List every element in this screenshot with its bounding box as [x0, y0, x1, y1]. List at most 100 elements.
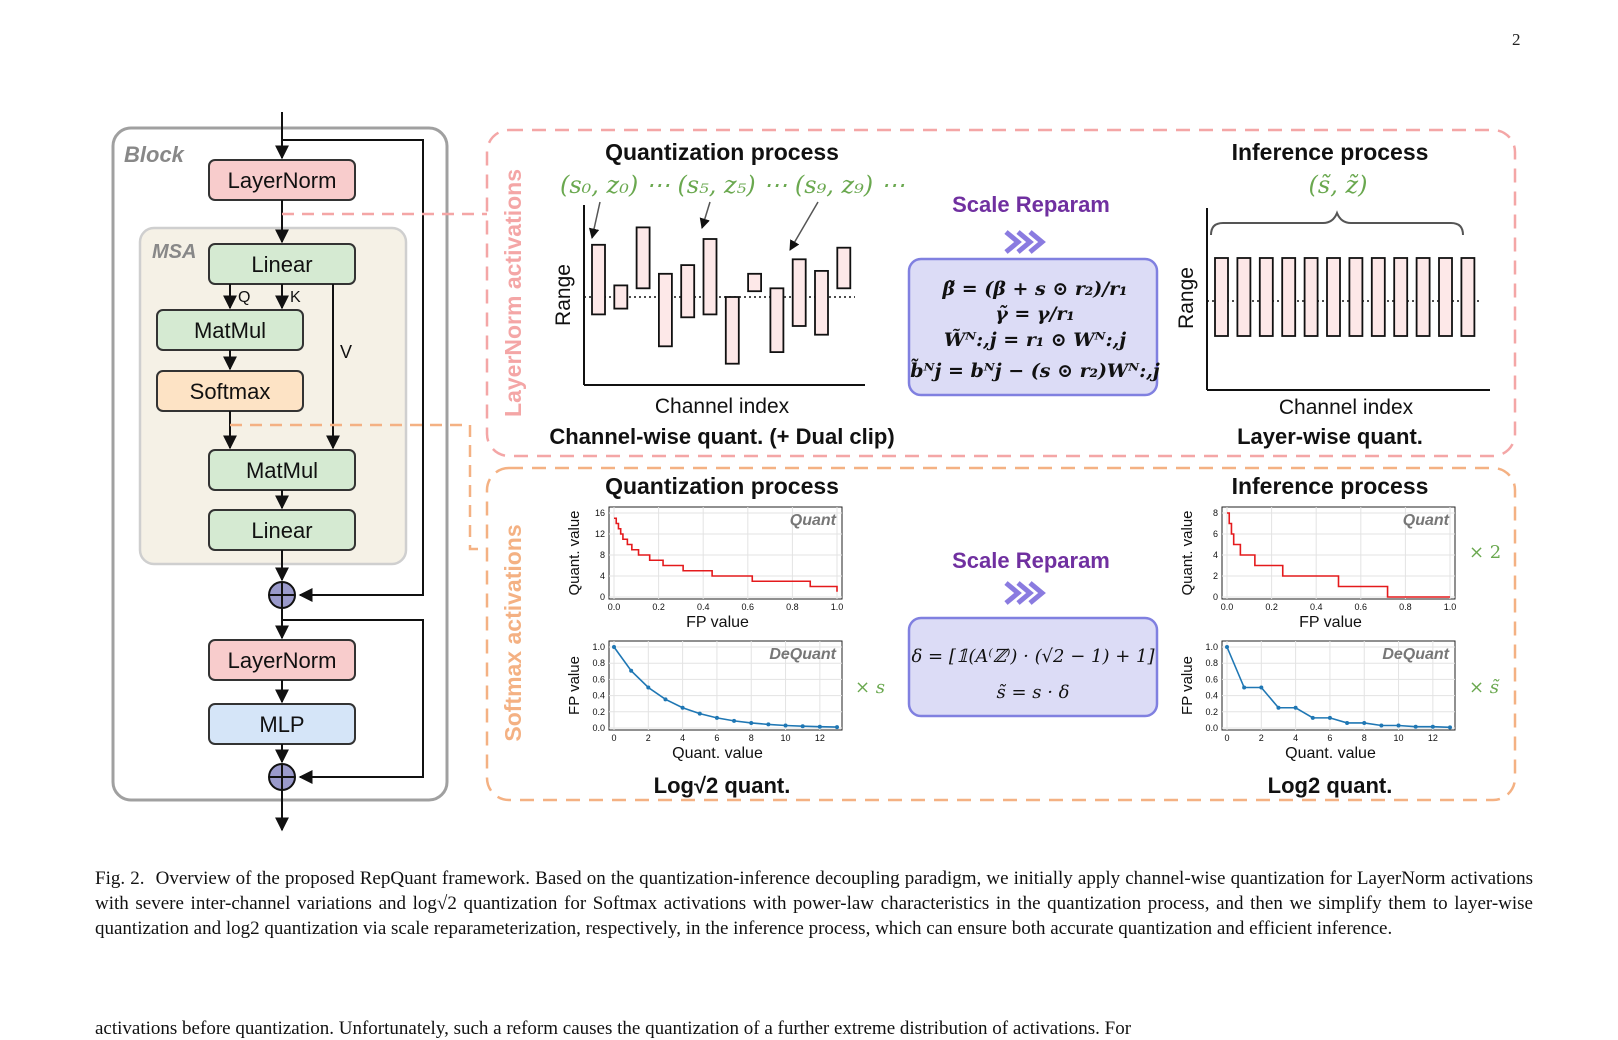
x-tick-label: 12 — [815, 733, 825, 743]
ln-quant-bars — [591, 226, 852, 365]
x-tick-label: 8 — [1362, 733, 1367, 743]
add-node-1 — [268, 581, 296, 609]
sm-quant-caption: Log√2 quant. — [654, 773, 791, 798]
data-point — [1396, 723, 1401, 728]
chart-tag: DeQuant — [1382, 646, 1449, 663]
channel-bar — [769, 287, 785, 353]
channel-bar — [613, 284, 629, 310]
x-tick-label: 0.6 — [1355, 602, 1368, 612]
layerwise-bar — [1438, 257, 1453, 337]
chart-xlabel: Quant. value — [672, 745, 763, 762]
x-tick-label: 0 — [1224, 733, 1229, 743]
channel-bar — [635, 226, 651, 290]
series-line — [613, 646, 838, 728]
sm-infer-caption: Log2 quant. — [1268, 773, 1393, 798]
data-point — [1448, 725, 1452, 730]
data-point — [612, 645, 616, 649]
softmax-panel: Softmax activations Quantization process… — [485, 466, 1517, 802]
layerwise-bar — [1460, 257, 1476, 337]
chart-ylabel: Quant. value — [1179, 510, 1196, 595]
channel-bar — [747, 272, 762, 293]
data-point — [1430, 724, 1435, 729]
layerwise-bar — [1370, 257, 1386, 337]
x-tick-label: 6 — [714, 733, 719, 743]
x-tick-label: 0.6 — [742, 602, 755, 612]
ln-infer-title: Inference process — [1232, 139, 1429, 165]
x-tick-label: 0.2 — [652, 602, 665, 612]
softmax-connector — [230, 423, 487, 551]
softmax-panel-outline — [485, 466, 1517, 802]
times-stilde-label: × s̃ — [1469, 677, 1500, 698]
y-tick-label: 0.6 — [1205, 674, 1218, 684]
x-tick-label: 12 — [1428, 733, 1438, 743]
chart-frame — [608, 506, 843, 600]
layerwise-bar — [1393, 257, 1409, 337]
series-line — [1227, 512, 1450, 598]
layernorm-label-1: LayerNorm — [228, 168, 337, 193]
data-point — [835, 725, 839, 730]
x-tick-label: 0.8 — [1399, 602, 1412, 612]
y-tick-label: 12 — [595, 529, 605, 539]
v-label: V — [340, 342, 352, 362]
sm-infer-title: Inference process — [1232, 473, 1429, 499]
data-point — [1310, 715, 1315, 720]
ln-equation-2: γ̃ = γ/r₁ — [995, 303, 1075, 325]
data-point — [1293, 705, 1298, 710]
chart-xlabel: Quant. value — [1285, 745, 1376, 762]
times-s-label: × s — [855, 677, 885, 698]
data-point — [1276, 705, 1281, 710]
ln-infer-xlabel: Channel index — [1279, 396, 1414, 419]
layerwise-bar — [1326, 257, 1341, 337]
y-tick-label: 0.6 — [592, 674, 605, 684]
x-tick-label: 2 — [1259, 733, 1264, 743]
chart-tag: Quant — [1403, 512, 1450, 529]
y-tick-label: 0.8 — [1205, 658, 1218, 668]
ln-quant-xlabel: Channel index — [655, 395, 790, 418]
x-tick-label: 4 — [1293, 733, 1298, 743]
data-point — [800, 724, 805, 729]
data-point — [1259, 685, 1264, 690]
channel-bar — [680, 264, 696, 319]
layerwise-bar — [1281, 257, 1297, 337]
ln-infer-caption: Layer-wise quant. — [1237, 424, 1423, 449]
y-tick-label: 0.2 — [592, 707, 605, 717]
data-point — [732, 718, 737, 723]
ln-quant-title: Quantization process — [605, 139, 839, 165]
msa-title: MSA — [152, 241, 196, 263]
data-point — [714, 715, 719, 720]
y-tick-label: 0.8 — [592, 658, 605, 668]
layernorm-panel-outline — [485, 128, 1517, 458]
x-tick-label: 6 — [1327, 733, 1332, 743]
chart-tag: DeQuant — [769, 646, 836, 663]
chart-ylabel: FP value — [566, 656, 583, 715]
y-tick-label: 0.0 — [592, 723, 605, 733]
channel-bar — [791, 258, 807, 327]
ln-reparam-title: Scale Reparam — [952, 192, 1110, 217]
y-tick-label: 6 — [1213, 529, 1218, 539]
ln-infer-params: (s̃, z̃) — [1309, 171, 1368, 199]
sm-quant-title: Quantization process — [605, 473, 839, 499]
y-tick-label: 8 — [600, 550, 605, 560]
sm-equation-2: s̃ = s · δ — [996, 682, 1069, 703]
linear-qkv-label: Linear — [251, 252, 312, 277]
chart-ylabel: Quant. value — [566, 510, 583, 595]
layerwise-bar — [1258, 257, 1274, 337]
data-point — [1413, 724, 1418, 729]
x-tick-label: 0.4 — [697, 602, 710, 612]
y-tick-label: 0 — [1213, 592, 1218, 602]
data-point — [1242, 685, 1247, 690]
y-tick-label: 4 — [1213, 550, 1218, 560]
x-tick-label: 0.0 — [608, 602, 621, 612]
ln-infer-bars — [1214, 257, 1476, 337]
body-text-cutoff: activations before quantization. Unfortu… — [95, 1018, 1132, 1039]
data-point — [1379, 723, 1384, 728]
sm-equation-1: δ = [𝟙(A⁽ℤ⁾) · (√2 − 1) + 1] — [911, 646, 1155, 667]
y-tick-label: 16 — [595, 508, 605, 518]
x-tick-label: 0 — [611, 733, 616, 743]
layerwise-bar — [1348, 257, 1364, 337]
sm-reparam-chevrons — [1004, 581, 1046, 605]
data-point — [697, 711, 702, 716]
layerwise-bar — [1303, 257, 1319, 337]
